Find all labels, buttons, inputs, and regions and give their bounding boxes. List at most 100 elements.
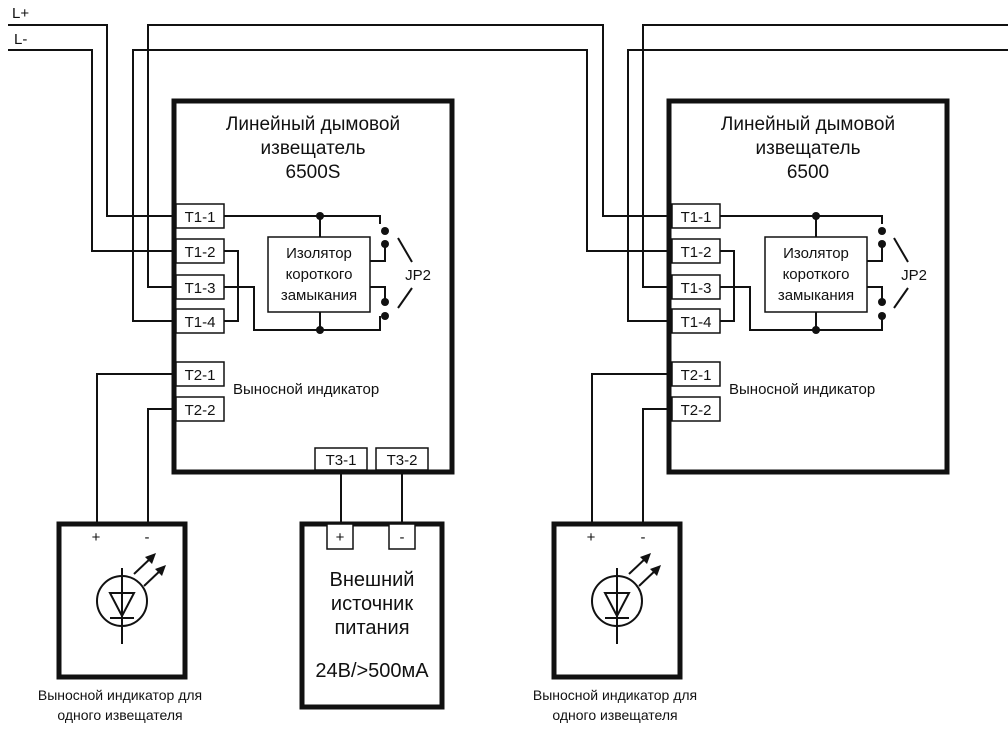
indicator-minus-label: - (145, 529, 150, 546)
wire-t2-1-to-indicator-1 (96, 373, 176, 524)
jp2-pin (381, 240, 389, 248)
ps-line2: источник (331, 593, 413, 615)
jp2-label: JP2 (405, 267, 431, 284)
wire-lminus-in-1 (8, 49, 176, 252)
detector-model: 6500 (787, 162, 829, 183)
terminal-t2-1-label: T2-1 (185, 367, 216, 384)
jp2-pin (878, 298, 886, 306)
terminal-t1-2[interactable] (671, 238, 721, 264)
indicator-caption-line2: одного извещателя (57, 707, 182, 723)
internal-wire-t1-3 (720, 286, 883, 331)
jp2-switch-top[interactable] (893, 237, 909, 263)
jp2-pin (381, 227, 389, 235)
terminal-t1-3-label: T1-3 (185, 280, 216, 297)
terminal-t1-4[interactable] (175, 308, 225, 334)
isolator-to-jp2-bottom (370, 286, 386, 300)
detector-6500: Линейный дымовой извещатель 6500 T1-1 T1… (666, 98, 950, 475)
ps-line1: Внешний (330, 569, 415, 591)
internal-wire-t1-1 (720, 215, 883, 224)
terminal-t3-1-label: T3-1 (326, 452, 357, 469)
terminal-t1-1-label: T1-1 (185, 209, 216, 226)
detector-model: 6500S (286, 162, 341, 183)
jp2-pin (878, 227, 886, 235)
terminal-t2-2[interactable] (175, 396, 225, 422)
detector-title-line2: извещатель (756, 138, 861, 159)
isolator-line1: Изолятор (286, 245, 352, 262)
remote-indicator-label: Выносной индикатор (729, 381, 875, 398)
isolator-box (267, 236, 371, 313)
ps-minus-terminal[interactable] (388, 523, 416, 550)
jp2-pin (878, 312, 886, 320)
led-icon (96, 553, 166, 644)
isolator-line2: короткого (286, 266, 353, 283)
ps-plus-terminal[interactable] (326, 523, 354, 550)
detector-6500s: Линейный дымовой извещатель 6500S T1-1 T… (171, 98, 455, 475)
ps-line3: питания (334, 617, 409, 639)
wire-lplus-out-2 (642, 24, 1008, 288)
detector-title-line1: Линейный дымовой (226, 114, 400, 135)
remote-indicator-label: Выносной индикатор (233, 381, 379, 398)
led-icon (591, 553, 661, 644)
jp2-switch-top[interactable] (397, 237, 413, 263)
wire-t2-2-to-indicator-2 (642, 408, 672, 524)
isolator-line3: замыкания (281, 287, 357, 304)
power-supply-box (299, 521, 445, 710)
terminal-t1-2-label: T1-2 (681, 244, 712, 261)
jp2-pin (381, 312, 389, 320)
terminal-t2-1-label: T2-1 (681, 367, 712, 384)
jp2-pin (878, 240, 886, 248)
remote-indicator-box (56, 521, 188, 680)
isolator-to-jp2-bottom (867, 286, 883, 300)
bus-wires-left (8, 24, 672, 322)
junction-dot (812, 326, 820, 334)
bus-wires-right (627, 24, 1008, 322)
ps-plus-label: + (336, 529, 345, 546)
internal-wire-t1-3 (224, 286, 381, 331)
terminal-t1-4-label: T1-4 (185, 314, 216, 331)
isolator-line2: короткого (783, 266, 850, 283)
detector-title-line2: извещатель (261, 138, 366, 159)
bus-plus-label: L+ (12, 5, 29, 22)
junction-dot (316, 326, 324, 334)
jp2-switch-bottom[interactable] (397, 287, 413, 309)
isolator-to-jp2-top (867, 242, 883, 262)
wire-lminus-out-1 (132, 49, 672, 322)
indicator-caption-line2: одного извещателя (552, 707, 677, 723)
junction-dot (316, 212, 324, 220)
indicator-minus-label: - (641, 529, 646, 546)
isolator-line3: замыкания (778, 287, 854, 304)
terminal-t3-2-label: T3-2 (387, 452, 418, 469)
terminal-t1-3[interactable] (175, 274, 225, 300)
terminal-t1-2-label: T1-2 (185, 244, 216, 261)
terminal-t2-2-label: T2-2 (185, 402, 216, 419)
terminal-t1-4[interactable] (671, 308, 721, 334)
terminal-t1-4-label: T1-4 (681, 314, 712, 331)
terminal-t1-3[interactable] (671, 274, 721, 300)
jp2-pin (381, 298, 389, 306)
terminal-t2-1[interactable] (671, 361, 721, 387)
remote-indicator-2: + - Выносной индикатор для одного извеща… (533, 521, 697, 723)
indicator-plus-label: + (92, 529, 101, 546)
terminal-t2-2[interactable] (671, 396, 721, 422)
ps-rating: 24В/>500мА (315, 660, 429, 682)
jp2-switch-bottom[interactable] (893, 287, 909, 309)
terminal-t2-1[interactable] (175, 361, 225, 387)
isolator-line1: Изолятор (783, 245, 849, 262)
terminal-t1-1-label: T1-1 (681, 209, 712, 226)
terminal-t1-1[interactable] (671, 203, 721, 229)
isolator-to-jp2-top (370, 242, 386, 262)
bus-minus-label: L- (14, 31, 27, 48)
wire-lplus-in-1 (8, 24, 176, 217)
internal-wire-t1-1 (224, 215, 381, 224)
terminal-t3-2[interactable] (375, 447, 429, 471)
wire-t2-1-to-indicator-2 (591, 373, 672, 524)
detector-title-line1: Линейный дымовой (721, 114, 895, 135)
terminal-t2-2-label: T2-2 (681, 402, 712, 419)
terminal-t1-3-label: T1-3 (681, 280, 712, 297)
indicator-plus-label: + (587, 529, 596, 546)
wire-lminus-out-2 (627, 49, 1008, 322)
indicator-caption-line1: Выносной индикатор для (533, 687, 697, 703)
terminal-t3-1[interactable] (314, 447, 368, 471)
junction-dot (812, 212, 820, 220)
